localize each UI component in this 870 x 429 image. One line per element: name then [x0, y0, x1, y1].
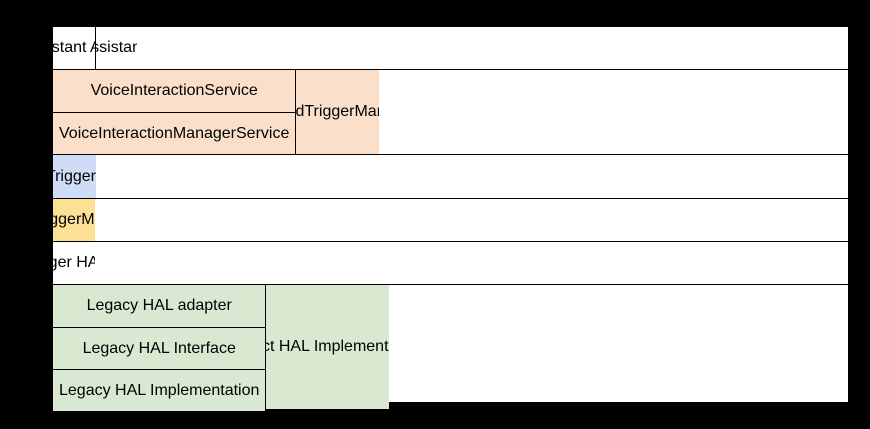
cell-sound-trigger-middleware: SoundTriggerMiddleware: [53, 199, 95, 241]
cell-sound-trigger-hal-interface: SoundTrigger HAL interface: [53, 242, 95, 284]
cell-sound-trigger-service: SoundTriggerService: [53, 155, 96, 198]
hal-implementation-band: Legacy HAL adapter Legacy HAL Interface …: [53, 284, 848, 411]
cell-voice-interaction-service: VoiceInteractionService: [53, 70, 296, 112]
header-cell-non-assistant-apps: Non Assistant Apps: [95, 27, 137, 69]
cell-legacy-hal-implementation: Legacy HAL Implementation: [53, 369, 266, 411]
assistant-app-services-stack: VoiceInteractionService VoiceInteraction…: [53, 70, 296, 154]
legacy-hal-stack: Legacy HAL adapter Legacy HAL Interface …: [53, 285, 266, 411]
cell-legacy-hal-interface: Legacy HAL Interface: [53, 327, 266, 369]
sound-trigger-hal-interface-band: SoundTrigger HAL interface: [53, 241, 848, 284]
cell-direct-hal-implementation: Direct HAL Implementation: [265, 285, 390, 409]
app-service-band: VoiceInteractionService VoiceInteraction…: [53, 69, 848, 154]
header-band: Assistant Apps Non Assistant Apps: [53, 27, 848, 69]
sound-trigger-service-band: SoundTriggerService: [53, 154, 848, 198]
cell-voice-interaction-manager-service: VoiceInteractionManagerService: [53, 112, 296, 154]
cell-sound-trigger-manager: SoundTriggerManager: [295, 70, 380, 154]
cell-legacy-hal-adapter: Legacy HAL adapter: [53, 285, 266, 327]
header-cell-assistant-apps: Assistant Apps: [53, 27, 95, 69]
sound-trigger-middleware-band: SoundTriggerMiddleware: [53, 198, 848, 241]
soundtrigger-stack-diagram: Assistant Apps Non Assistant Apps VoiceI…: [52, 26, 849, 411]
